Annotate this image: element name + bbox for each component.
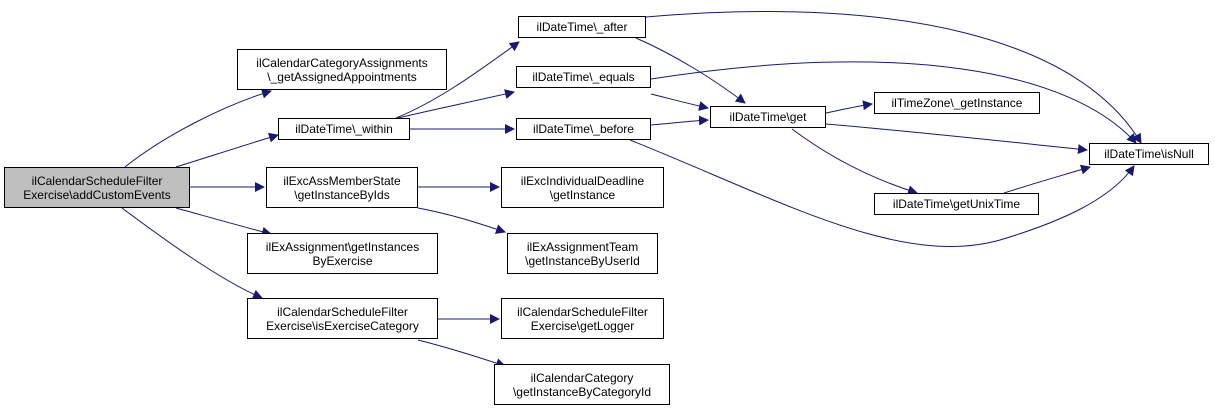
edge-equals-to-get xyxy=(650,93,709,111)
node-label-line1: ilDateTime\getUnixTime xyxy=(892,197,1021,211)
node-label-line1: ilCalendarCategoryAssignments xyxy=(256,55,428,70)
node-is-null[interactable]: ilDateTime\isNull xyxy=(1089,143,1209,165)
node-label-line1: ilCalendarScheduleFilter xyxy=(31,173,163,188)
node-label-line2: \_getAssignedAppointments xyxy=(267,69,417,84)
node-label-line2: \getInstance xyxy=(549,187,616,202)
node-label-line1: ilTimeZone\_getInstance xyxy=(891,96,1023,110)
node-label-line1: ilDateTime\isNull xyxy=(1104,147,1194,161)
node-label-line2: ByExercise xyxy=(312,253,373,268)
node-label-line1: ilCalendarScheduleFilter xyxy=(277,304,408,319)
node-after[interactable]: ilDateTime\_after xyxy=(518,16,646,38)
node-within[interactable]: ilDateTime\_within xyxy=(278,118,410,140)
node-team-get-instance-by-user-id[interactable]: ilExAssignmentTeam \getInstanceByUserId xyxy=(507,233,658,274)
node-label-line2: \getInstanceByUserId xyxy=(525,253,640,268)
node-get-logger[interactable]: ilCalendarScheduleFilter Exercise\getLog… xyxy=(501,298,664,339)
node-is-exercise-category[interactable]: ilCalendarScheduleFilter Exercise\isExer… xyxy=(247,298,438,339)
node-label-line1: ilDateTime\_before xyxy=(533,122,634,136)
node-get-instance-by-category-id[interactable]: ilCalendarCategory \getInstanceByCategor… xyxy=(494,364,670,405)
node-before[interactable]: ilDateTime\_before xyxy=(516,118,651,140)
node-label-line2: \getInstanceByIds xyxy=(294,187,390,202)
node-get-assigned-appointments[interactable]: ilCalendarCategoryAssignments \_getAssig… xyxy=(237,49,447,90)
edge-root-to-is-ex-cat xyxy=(121,207,263,300)
node-get-instances-by-exercise[interactable]: ilExAssignment\getInstances ByExercise xyxy=(247,233,438,274)
node-label-line2: \getInstanceByCategoryId xyxy=(512,384,652,399)
node-label-line1: ilDateTime\get xyxy=(729,110,807,124)
edge-get-to-tz xyxy=(825,100,873,114)
edge-get-to-unix xyxy=(791,128,918,196)
node-get[interactable]: ilDateTime\get xyxy=(710,106,826,128)
edge-equals-to-isnull xyxy=(650,61,1137,144)
edge-before-to-isnull xyxy=(629,139,1135,247)
edge-unix-to-isnull xyxy=(1003,164,1091,194)
node-label-line1: ilExAssignment\getInstances xyxy=(265,239,420,254)
node-label-line1: ilExAssignmentTeam xyxy=(526,239,639,254)
node-label-line1: ilCalendarCategory xyxy=(530,370,634,385)
edge-ass-member-to-team xyxy=(417,207,506,234)
node-timezone-get-instance[interactable]: ilTimeZone\_getInstance xyxy=(874,92,1040,114)
node-individual-deadline-get-instance[interactable]: ilExcIndividualDeadline \getInstance xyxy=(501,167,664,208)
edge-is-ex-cat-to-cat-instance xyxy=(417,339,506,368)
edge-within-to-after xyxy=(395,41,520,119)
node-label-line2: Exercise\getLogger xyxy=(530,318,635,333)
node-equals[interactable]: ilDateTime\_equals xyxy=(516,66,651,88)
node-root-add-custom-events: ilCalendarScheduleFilter Exercise\addCus… xyxy=(4,167,190,208)
node-get-instance-by-ids[interactable]: ilExcAssMemberState \getInstanceByIds xyxy=(266,167,418,208)
edge-after-to-isnull xyxy=(645,11,1142,144)
node-label-line2: Exercise\addCustomEvents xyxy=(23,187,171,202)
edge-root-to-within xyxy=(175,132,279,168)
node-label-line2: Exercise\isExerciseCategory xyxy=(266,318,419,333)
edge-after-to-get xyxy=(635,37,746,104)
node-label-line1: ilDateTime\_equals xyxy=(532,70,635,84)
node-label-line1: ilExcIndividualDeadline xyxy=(520,173,645,188)
node-label-line1: ilDateTime\_within xyxy=(295,122,393,136)
edge-get-to-isnull xyxy=(825,123,1088,155)
node-label-line1: ilDateTime\_after xyxy=(536,20,628,34)
edge-within-to-equals xyxy=(397,89,515,119)
edge-root-to-ex-instances xyxy=(175,207,272,237)
node-get-unix-time[interactable]: ilDateTime\getUnixTime xyxy=(874,193,1039,215)
node-label-line1: ilExcAssMemberState xyxy=(283,173,401,188)
edge-root-to-cat-assign xyxy=(124,88,272,168)
edge-before-to-get xyxy=(650,115,709,126)
node-label-line1: ilCalendarScheduleFilter xyxy=(517,304,648,319)
